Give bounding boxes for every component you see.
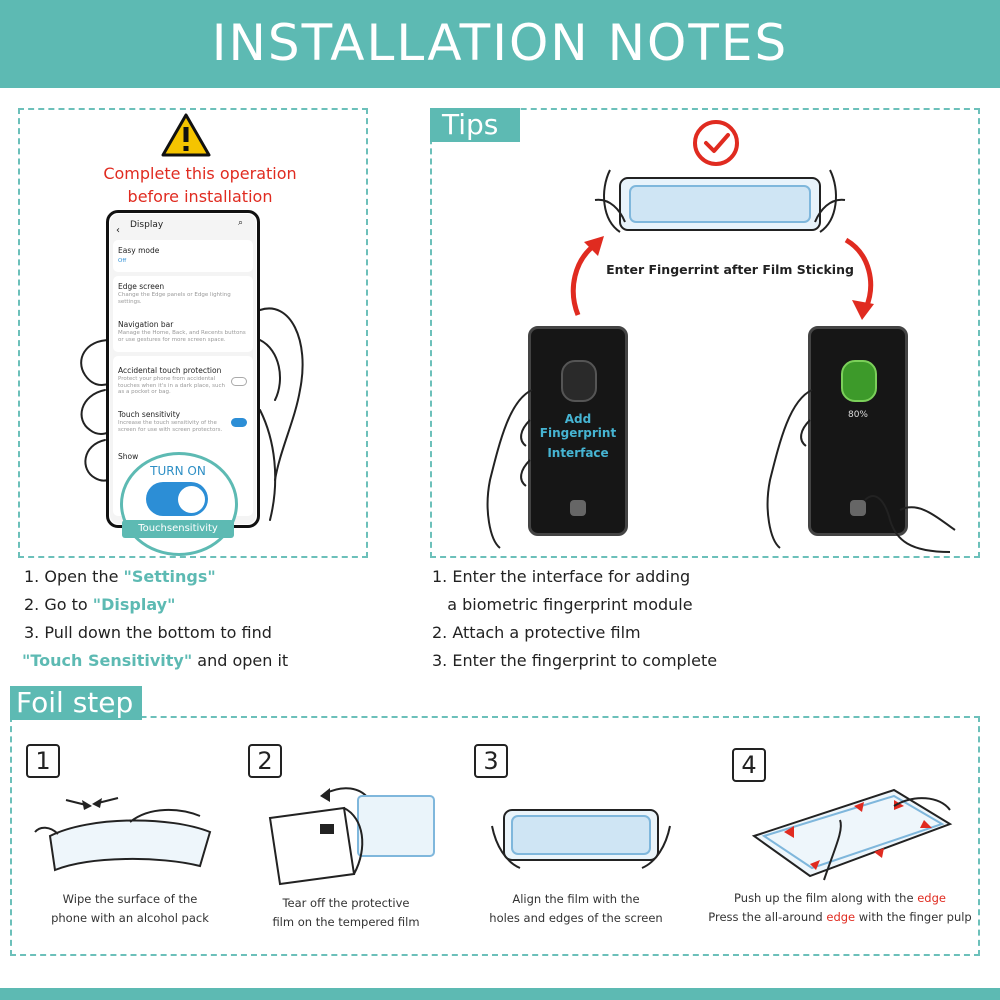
foil-step-tag: Foil step [10,686,142,720]
tips-step-1-cont: a biometric fingerprint module [432,595,693,614]
step-2-caption: Tear off the protective film on the temp… [272,896,420,929]
hand-right-icon [766,389,813,549]
home-button-icon[interactable] [570,500,586,516]
step-4-line-1: Push up the film along with the edge [734,891,946,905]
tips-step-1: 1. Enter the interface for adding [432,567,691,586]
list-item[interactable]: Easy mode Off [113,240,253,272]
pressing-finger-icon [864,495,956,553]
screen-title: Display [130,220,164,230]
turn-on-label: TURN ON [150,464,206,478]
step-4-caption: Push up the film along with the edge Pre… [700,889,980,927]
accidental-touch-toggle[interactable] [231,377,247,386]
header-bar [0,0,1000,88]
warning-message: Complete this operation before installat… [70,162,330,208]
tips-tag: Tips [430,108,520,142]
touch-sensitivity-toggle-small[interactable] [231,418,247,427]
check-circle-icon [693,120,739,166]
tips-caption: Enter Fingerrint after Film Sticking [606,262,854,277]
tips-step-2: 2. Attach a protective film [432,623,641,642]
step-number-1: 1 [26,744,60,778]
fingerprint-percent: 80% [847,410,868,420]
press-edge-illustration [751,788,953,881]
step-1-caption: Wipe the surface of the phone with an al… [51,892,209,925]
step-number-2: 2 [248,744,282,778]
film-sticking-illustration [594,169,846,233]
page-title: INSTALLATION NOTES [211,14,789,72]
wipe-illustration [34,797,212,872]
list-item[interactable]: Edge screen Change the Edge panels or Ed… [113,276,253,352]
checkmark-icon [704,133,730,153]
warning-line-2: before installation [127,187,273,206]
add-fingerprint-label: Add Fingerprint Interface [539,412,617,460]
tear-film-illustration [268,787,435,886]
step-4-line-2: Press the all-around edge with the finge… [708,910,972,924]
warning-icon [161,113,211,157]
tips-step-3: 3. Enter the fingerprint to complete [432,651,718,670]
left-step-1: 1. Open the "Settings" [24,567,216,586]
align-film-illustration [491,809,671,869]
foil-step-panel [10,716,980,956]
arrow-down-icon [844,237,874,320]
left-step-2: 2. Go to "Display" [24,595,176,614]
left-step-3: 3. Pull down the bottom to find [24,623,272,642]
warning-line-1: Complete this operation [103,164,297,183]
step-number-4: 4 [732,748,766,782]
step-3-caption: Align the film with the holes and edges … [489,892,663,925]
footer-bar [0,988,1000,1000]
home-button-icon[interactable] [850,500,866,516]
arrow-up-icon [570,236,604,316]
tips-panel [430,108,980,558]
toggle-knob [178,486,205,513]
touch-sensitivity-label: Touchsensitivity [122,520,234,538]
step-number-3: 3 [474,744,508,778]
left-step-3-cont: "Touch Sensitivity" and open it [22,651,289,670]
hand-left-icon [486,389,533,549]
back-icon[interactable]: ‹ [116,225,120,236]
search-icon[interactable]: ⌕ [238,218,244,228]
fingerprint-progress-icon [841,360,877,402]
settings-panel [18,108,368,558]
fingerprint-icon [561,360,597,402]
